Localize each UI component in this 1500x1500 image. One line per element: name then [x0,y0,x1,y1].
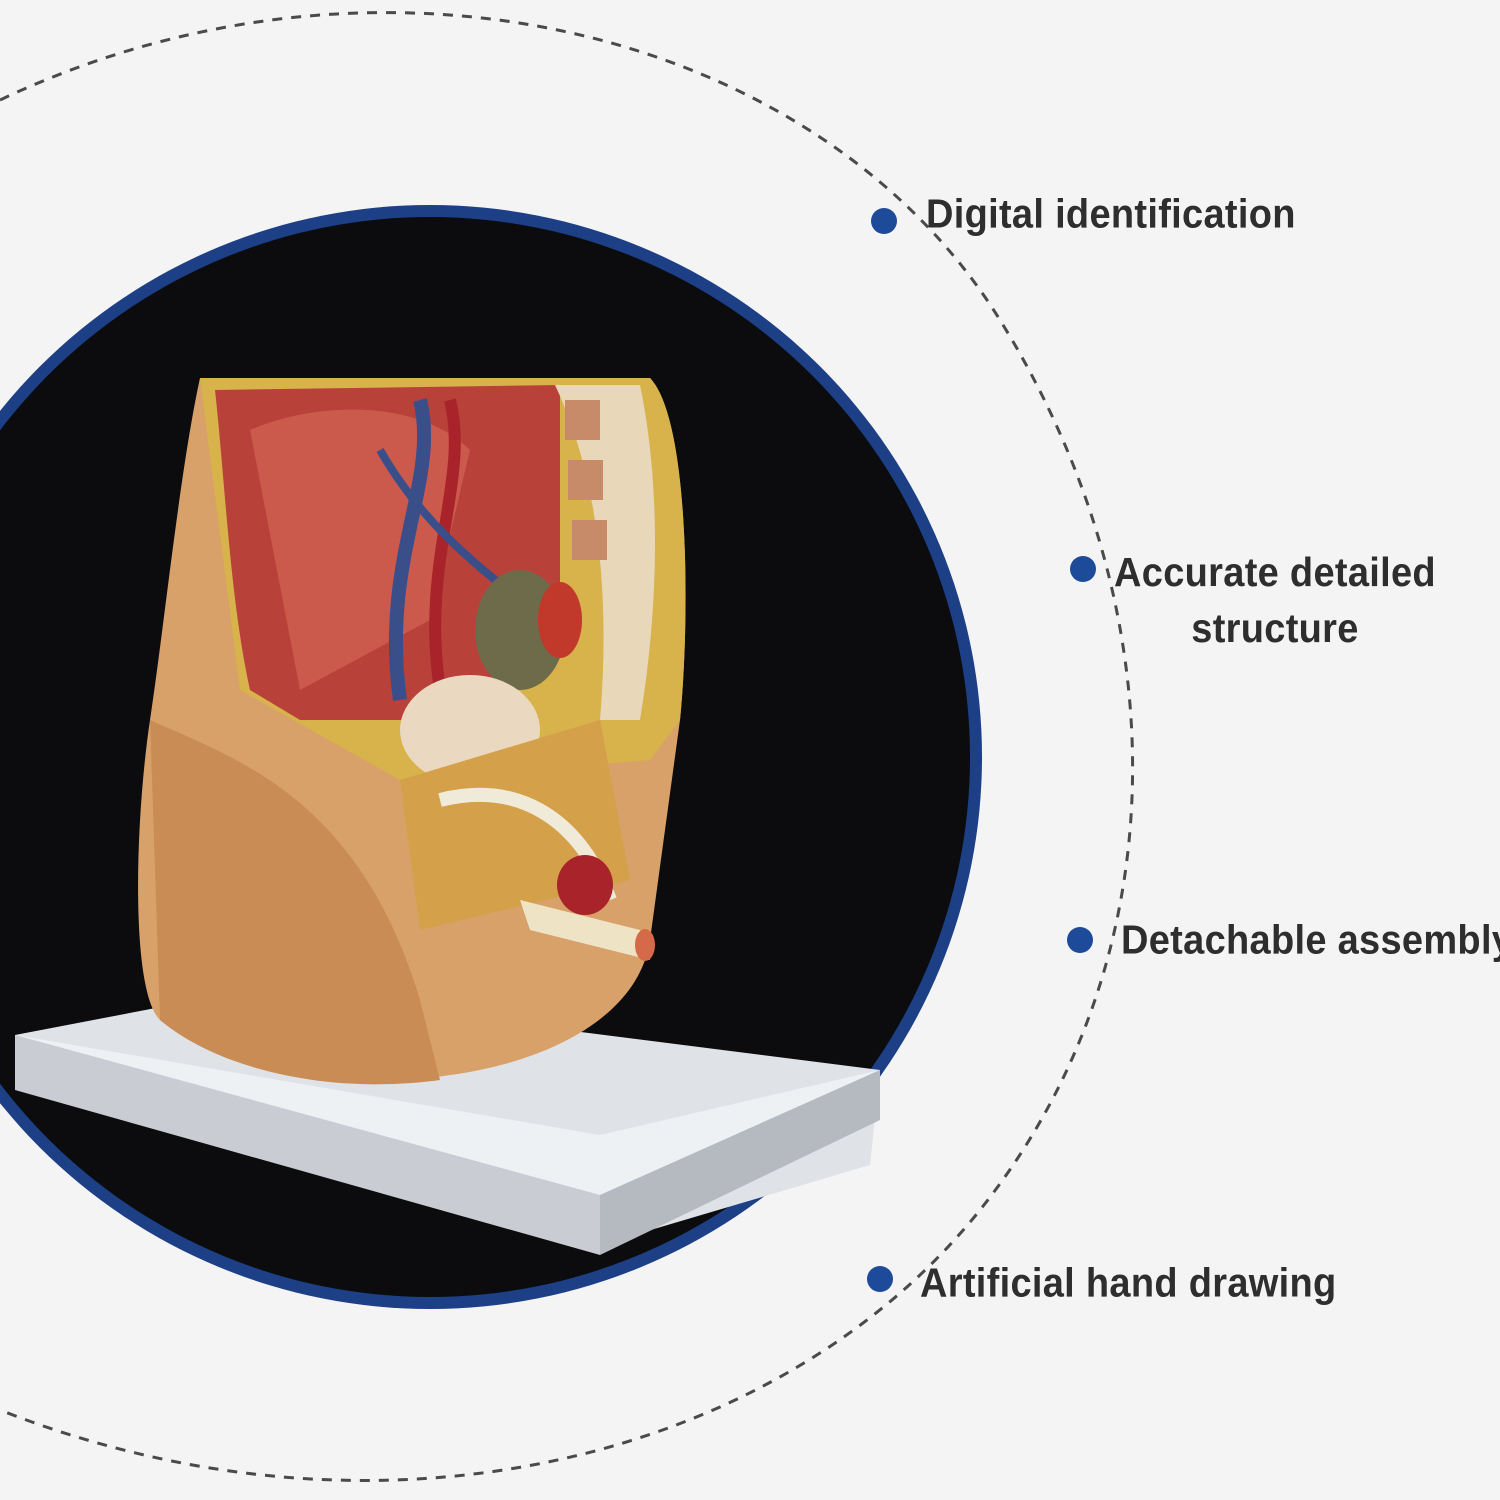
bullet-dot-icon [867,1266,893,1292]
bullet-dot-icon [1070,556,1096,582]
feature-label-artificial-hand-drawing: Artificial hand drawing [920,1261,1337,1307]
feature-label-digital-identification: Digital identification [926,192,1296,238]
bullet-dot-icon [1067,927,1093,953]
anatomy-model [138,378,686,1085]
bullet-dot-icon [871,208,897,234]
feature-label-detachable-assembly: Detachable assembly [1121,918,1500,964]
dashed-arc [0,11,1134,1482]
